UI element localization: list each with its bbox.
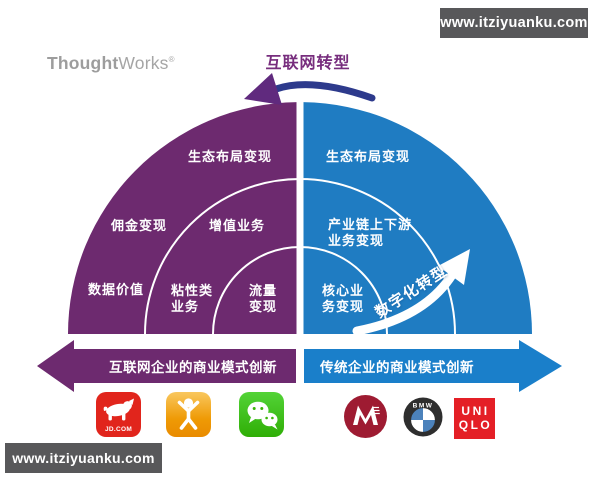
watermark-bottom-left: www.itziyuanku.com <box>5 443 162 473</box>
thoughtworks-logo-bold: Thought <box>47 53 119 73</box>
china-merchants-bank-logo <box>343 394 388 439</box>
cmb-emblem-icon <box>344 395 387 438</box>
band-left-label: 互联网企业的商业模式创新 <box>109 360 277 375</box>
uniqlo-logo-text: UNI QLO <box>458 403 493 432</box>
dome-left-half <box>68 102 297 334</box>
top-curve-arrow-body <box>272 81 376 102</box>
dianping-logo <box>166 392 211 437</box>
dome-right-half <box>303 102 532 334</box>
wechat-logo <box>239 392 284 437</box>
top-curve-arrow-head-icon <box>244 73 282 105</box>
top-arrow-title: 互联网转型 <box>265 55 351 72</box>
band-right-arrow <box>304 340 562 392</box>
wechat-bubbles-icon <box>247 401 278 430</box>
thoughtworks-logo-regular: Works <box>118 53 169 73</box>
trademark-icon: ® <box>168 55 175 65</box>
right-industry-chain-label: 产业链上下游 业务变现 <box>327 216 413 248</box>
digital-arrow-body <box>352 270 457 336</box>
watermark-top-right: www.itziyuanku.com <box>440 8 588 38</box>
band-left-arrow <box>37 340 296 392</box>
bmw-roundel-icon: BMW <box>403 397 443 437</box>
dome-divider <box>296 100 304 334</box>
left-value-added-label: 增值业务 <box>208 217 266 233</box>
uniqlo-logo: UNI QLO <box>454 398 495 439</box>
left-outer-ring-label: 生态布局变现 <box>187 148 273 164</box>
left-traffic-label: 流量 变现 <box>248 282 278 314</box>
digital-arrow-head-icon <box>438 249 470 285</box>
jd-dog-icon <box>103 398 134 421</box>
jd-logo: JD.COM <box>96 392 141 437</box>
bmw-logo: BMW <box>403 397 443 437</box>
band-right-label: 传统企业的商业模式创新 <box>320 360 474 375</box>
left-data-value-label: 数据价值 <box>87 281 145 297</box>
right-outer-ring-label: 生态布局变现 <box>325 148 411 164</box>
thoughtworks-logo: ThoughtWorks® <box>47 53 175 74</box>
jd-logo-caption: JD.COM <box>104 426 133 433</box>
right-core-business-label: 核心业 务变现 <box>321 282 365 314</box>
bmw-logo-text: BMW <box>413 403 434 410</box>
left-commission-label: 佣金变现 <box>110 217 168 233</box>
dianping-figure-icon <box>177 398 200 430</box>
left-sticky-business-label: 粘性类 业务 <box>170 282 214 314</box>
